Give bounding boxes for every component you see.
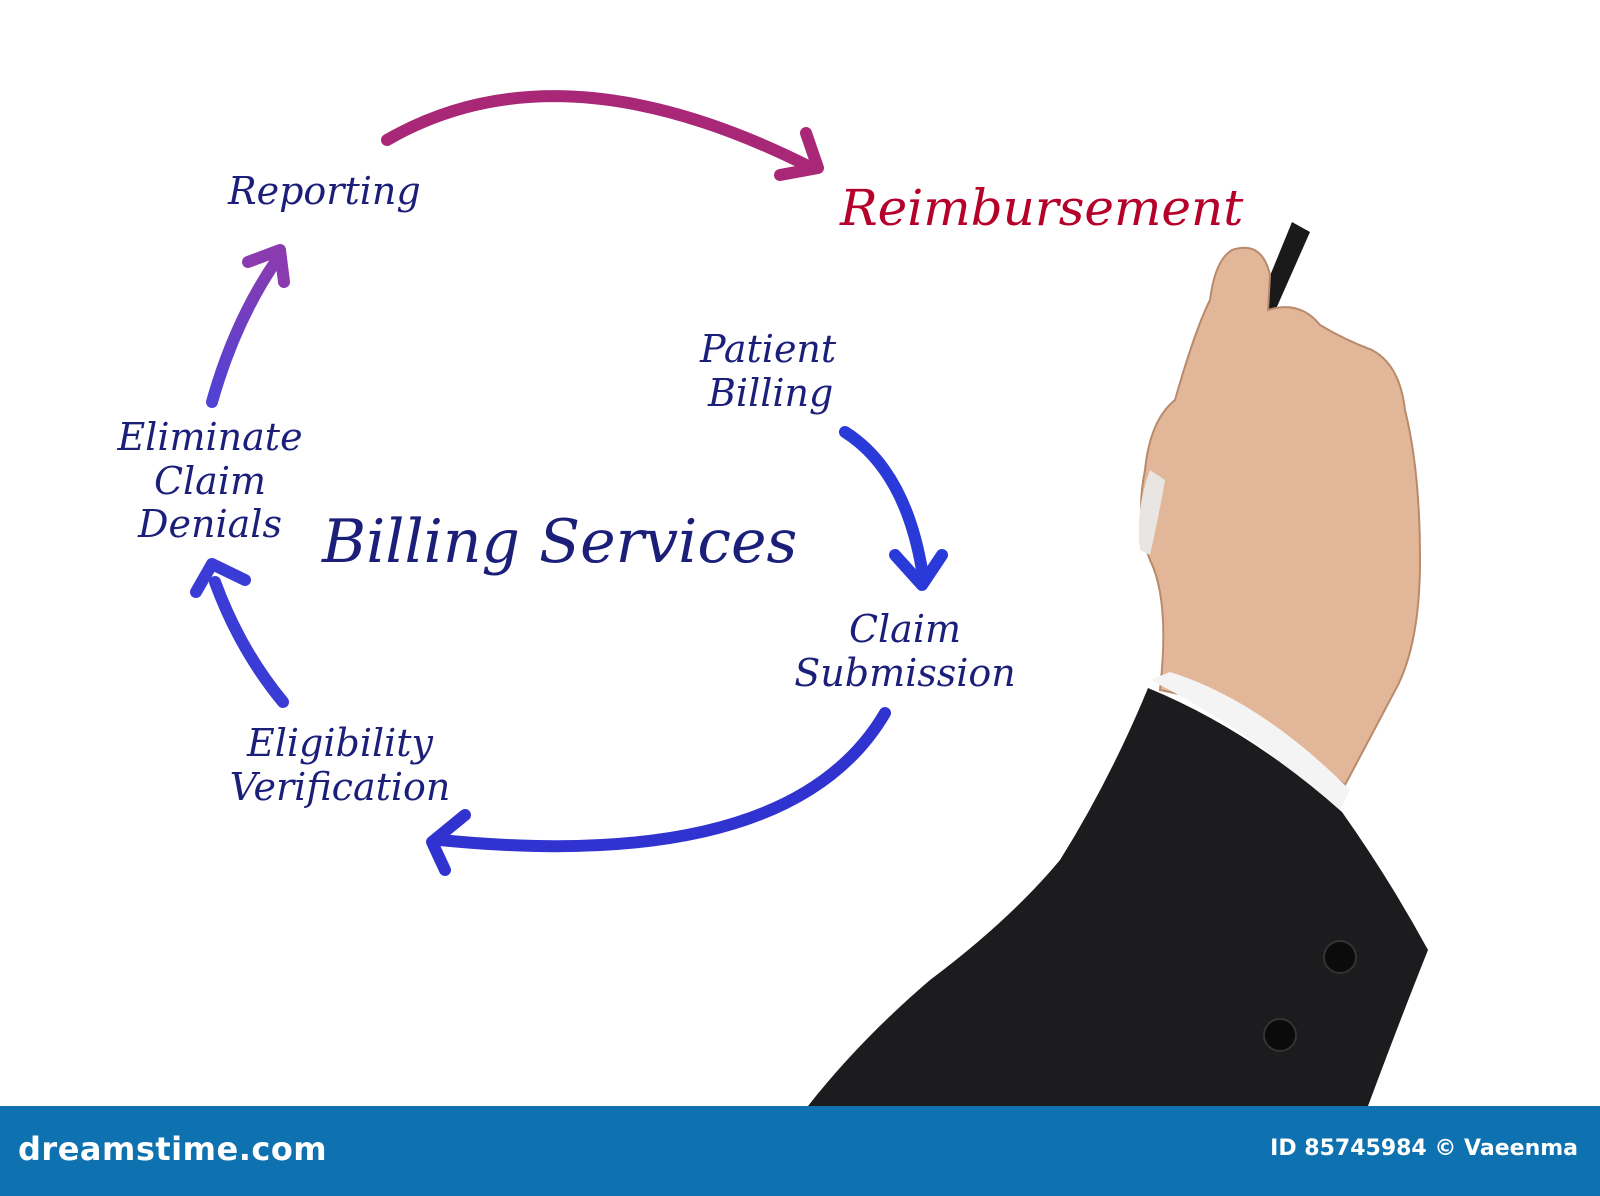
diagram-canvas: Reporting Reimbursement Patient Billing … (100, 90, 1428, 1106)
arrow-reporting-to-reimbursement (381, 90, 818, 174)
sleeve-button-2 (1263, 1018, 1297, 1052)
step-submission-line-1: Claim (848, 607, 962, 651)
footer-credit: ID 85745984 © Vaeenma (1270, 1136, 1578, 1161)
step-eliminate-claim-denials: Eliminate Claim Denials (100, 415, 320, 547)
sleeve-button-1 (1323, 940, 1357, 974)
arrowhead-billing-to-submission (889, 549, 948, 591)
step-eligibility-line-2: Verification (229, 764, 451, 809)
step-patient-billing-line-1: Patient (700, 327, 837, 371)
arrow-eligibility-to-denials (209, 576, 289, 708)
watermark-footer-bar: dreamstime.com ID 85745984 © Vaeenma (0, 1106, 1600, 1196)
arrow-submission-to-eligibility (434, 707, 891, 853)
step-denials-line-3: Denials (138, 502, 282, 547)
arrowhead-submission-to-eligibility (426, 809, 471, 876)
step-denials-line-1: Eliminate (117, 415, 303, 459)
arrowhead-reporting-to-reimbursement (774, 127, 824, 181)
arrowhead-eligibility-to-denials (190, 558, 251, 598)
thumb (1138, 470, 1165, 555)
footer-brand: dreamstime.com (18, 1130, 328, 1168)
step-eligibility-verification: Eligibility Verification (200, 721, 480, 809)
step-claim-submission: Claim Submission (775, 607, 1035, 695)
shirt-cuff (1150, 672, 1350, 810)
step-patient-billing-line-2: Billing (708, 370, 834, 415)
arrowhead-denials-to-reporting (242, 244, 290, 288)
step-reporting: Reporting (228, 169, 421, 214)
step-eligibility-line-1: Eligibility (246, 721, 434, 765)
hand-holding-marker-image (808, 222, 1428, 1106)
center-title: Billing Services (322, 507, 798, 577)
target-reimbursement: Reimbursement (840, 179, 1244, 237)
step-denials-line-2: Claim (153, 458, 267, 503)
arrow-denials-to-reporting (206, 252, 284, 408)
step-patient-billing: Patient Billing (700, 327, 837, 415)
cycle-arrows (190, 90, 948, 876)
suit-sleeve (808, 688, 1428, 1106)
step-reporting-line: Reporting (228, 169, 421, 213)
arrow-billing-to-submission (839, 426, 928, 576)
step-submission-line-2: Submission (794, 650, 1016, 695)
